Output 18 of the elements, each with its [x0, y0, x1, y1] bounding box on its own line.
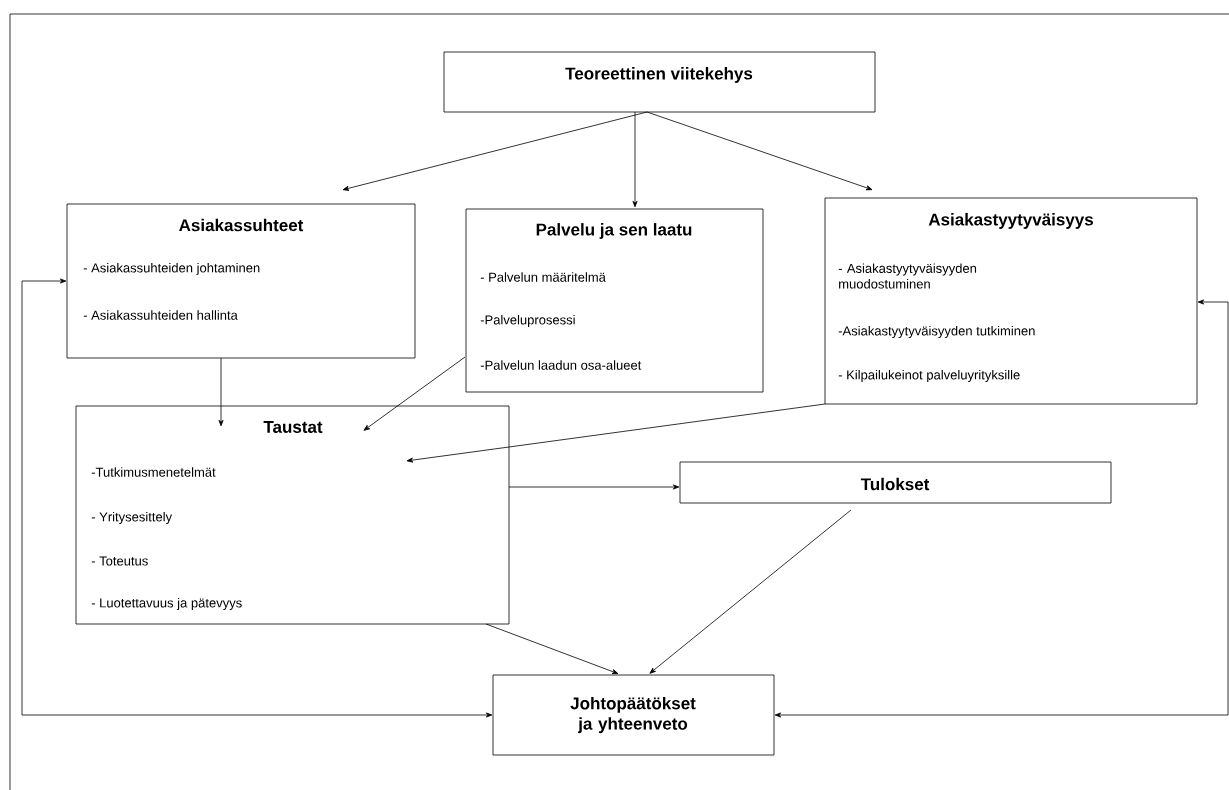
arrow: [649, 509, 852, 674]
arrow: [218, 357, 224, 427]
arrow: [632, 111, 638, 208]
process-box: Asiakassuhteet - Asiakassuhteiden johtaminen - Asiakassuhteiden hallinta: [66, 203, 416, 359]
arrow: [508, 484, 680, 490]
process-box: Asiakastyytyväisyys - Asiakastyytyväisyyden muodostuminen -Asiakastyytyväisyyden tutkiminen - Kilpailukeinot palveluyrityksille: [824, 197, 1198, 405]
arrow: [406, 403, 826, 463]
process-box: Teoreettinen viitekehys: [443, 51, 876, 113]
process-box: Taustat -Tutkimusmenetelmät - Yritysesittely - Toteutus - Luotettavuus ja pätevyys: [75, 405, 510, 625]
process-box: Tulokset: [679, 461, 1112, 504]
arrow: [646, 111, 873, 191]
arrow: [21, 278, 493, 718]
arrow: [342, 111, 648, 191]
arrow: [774, 299, 1229, 718]
arrow: [363, 356, 466, 431]
process-box: Johtopäätökset ja yhteenveto: [492, 674, 775, 756]
process-box: Palvelu ja sen laatu - Palvelun määritelmä -Palveluprosessi -Palvelun laadun osa-alueet: [465, 208, 764, 393]
arrow: [485, 623, 619, 674]
